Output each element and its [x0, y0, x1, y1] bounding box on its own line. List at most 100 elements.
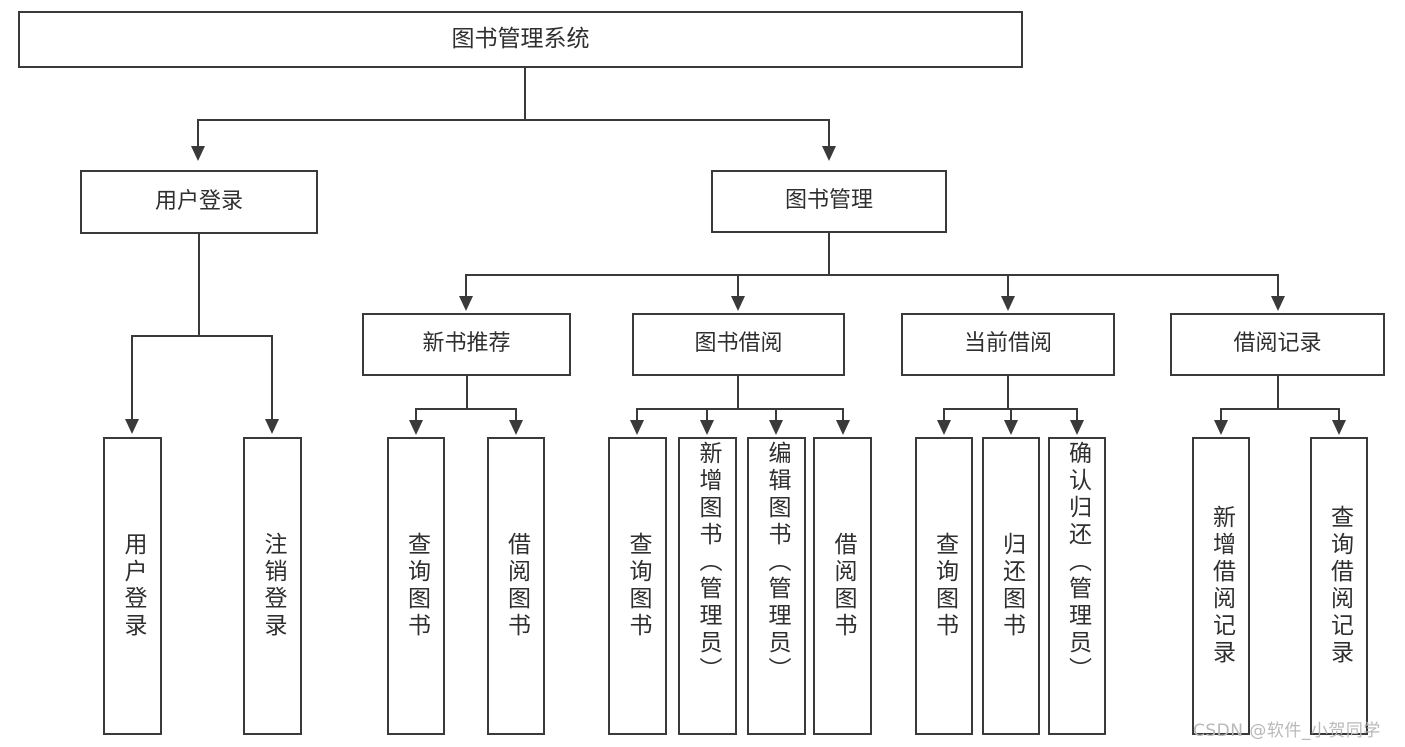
node-root-book-management-system[interactable]: 图书管理系统 [18, 11, 1023, 68]
leaf-text-wrap: 借阅图书 [489, 439, 543, 733]
leaf-text-wrap: 查询图书 [389, 439, 443, 733]
leaf-text-wrap: 确认归还（管理员） [1050, 439, 1104, 733]
node-new-book-recommend[interactable]: 新书推荐 [362, 313, 571, 376]
arrow-to-leaf-br-1 [1214, 420, 1228, 435]
connector-bb-bar [636, 408, 843, 410]
leaf-br-query-record[interactable]: 查询借阅记录 [1310, 437, 1368, 735]
arrow-to-leaf-cb-2 [1004, 420, 1018, 435]
leaf-bb-add-book-admin[interactable]: 新增图书（管理员） [678, 437, 737, 735]
leaf-label: 查询图书 [931, 532, 958, 640]
node-label: 图书管理 [784, 188, 873, 214]
connector-bb-drop-4 [842, 408, 844, 420]
arrow-to-leaf-cb-1 [937, 420, 951, 435]
arrow-to-borrow-record [1271, 296, 1285, 311]
node-borrow-record[interactable]: 借阅记录 [1170, 313, 1385, 376]
leaf-bb-borrow-book[interactable]: 借阅图书 [813, 437, 872, 735]
connector-bb-stem [737, 376, 739, 409]
node-book-management[interactable]: 图书管理 [711, 170, 947, 233]
arrow-to-leaf-nbr-1 [409, 420, 423, 435]
node-label: 用户登录 [154, 188, 243, 214]
leaf-label: 查询图书 [403, 532, 430, 640]
leaf-cb-query-book[interactable]: 查询图书 [915, 437, 973, 735]
connector-user-login-drop-1 [131, 335, 133, 419]
leaf-text-wrap: 编辑图书（管理员） [749, 439, 804, 733]
node-user-login[interactable]: 用户登录 [80, 170, 318, 234]
node-label: 新书推荐 [422, 331, 511, 357]
leaf-nbr-borrow-book[interactable]: 借阅图书 [487, 437, 545, 735]
connector-book-management-bar [465, 274, 1277, 276]
connector-bb-drop-1 [636, 408, 638, 420]
leaf-text-wrap: 新增图书（管理员） [680, 439, 735, 733]
arrow-to-leaf-bb-2 [700, 420, 714, 435]
leaf-label: 编辑图书（管理员） [764, 441, 790, 684]
leaf-label: 查询图书 [625, 532, 651, 640]
leaf-label: 借阅图书 [830, 532, 856, 640]
arrow-to-leaf-cb-3 [1070, 420, 1084, 435]
arrow-to-book-management [822, 146, 836, 161]
leaf-label: 用户登录 [120, 532, 146, 640]
leaf-cb-confirm-return-admin[interactable]: 确认归还（管理员） [1048, 437, 1106, 735]
leaf-bb-query-book[interactable]: 查询图书 [608, 437, 667, 735]
leaf-text-wrap: 查询图书 [610, 439, 665, 733]
arrow-to-leaf-bb-4 [836, 420, 850, 435]
leaf-label: 确认归还（管理员） [1064, 441, 1091, 684]
node-label: 借阅记录 [1233, 331, 1322, 357]
leaf-text-wrap: 借阅图书 [815, 439, 870, 733]
node-label: 当前借阅 [963, 331, 1052, 357]
connector-br-bar [1220, 408, 1338, 410]
arrow-to-leaf-bb-3 [769, 420, 783, 435]
connector-book-management-stem [828, 233, 830, 275]
leaf-label: 注销登录 [260, 532, 286, 640]
arrow-to-new-book-recommend [459, 296, 473, 311]
connector-bb-drop-2 [706, 408, 708, 420]
connector-cb-stem [1007, 376, 1009, 409]
leaf-label: 查询借阅记录 [1326, 505, 1353, 667]
connector-root-left-drop [197, 119, 199, 146]
leaf-user-login[interactable]: 用户登录 [103, 437, 162, 735]
leaf-cb-return-book[interactable]: 归还图书 [982, 437, 1040, 735]
node-current-borrow[interactable]: 当前借阅 [901, 313, 1115, 376]
connector-nbr-drop-1 [415, 408, 417, 420]
arrow-to-leaf-br-2 [1332, 420, 1346, 435]
connector-user-login-bar [131, 335, 273, 337]
connector-bm-drop-1 [465, 274, 467, 296]
leaf-text-wrap: 归还图书 [984, 439, 1038, 733]
arrow-to-leaf-user-login [125, 419, 139, 434]
connector-bm-drop-3 [1007, 274, 1009, 296]
node-book-borrow[interactable]: 图书借阅 [632, 313, 845, 376]
connector-cb-drop-1 [943, 408, 945, 420]
leaf-text-wrap: 注销登录 [245, 439, 300, 733]
leaf-nbr-query-book[interactable]: 查询图书 [387, 437, 445, 735]
leaf-br-add-record[interactable]: 新增借阅记录 [1192, 437, 1250, 735]
connector-br-drop-2 [1338, 408, 1340, 420]
connector-user-login-drop-2 [271, 335, 273, 419]
connector-bb-drop-3 [775, 408, 777, 420]
connector-bm-drop-2 [737, 274, 739, 296]
node-label: 图书借阅 [694, 331, 783, 357]
arrow-to-current-borrow [1001, 296, 1015, 311]
leaf-text-wrap: 新增借阅记录 [1194, 439, 1248, 733]
connector-root-stem [524, 68, 526, 120]
leaf-text-wrap: 查询借阅记录 [1312, 439, 1366, 733]
connector-nbr-stem [466, 376, 468, 409]
connector-bm-drop-4 [1277, 274, 1279, 296]
node-label: 图书管理系统 [451, 25, 590, 52]
leaf-text-wrap: 用户登录 [105, 439, 160, 733]
connector-user-login-stem [198, 234, 200, 336]
leaf-bb-edit-book-admin[interactable]: 编辑图书（管理员） [747, 437, 806, 735]
leaf-logout[interactable]: 注销登录 [243, 437, 302, 735]
connector-root-bar [197, 119, 829, 121]
connector-cb-drop-2 [1010, 408, 1012, 420]
connector-nbr-bar [415, 408, 517, 410]
leaf-label: 新增借阅记录 [1208, 505, 1235, 667]
leaf-label: 新增图书（管理员） [695, 441, 721, 684]
leaf-label: 归还图书 [998, 532, 1025, 640]
arrow-to-leaf-nbr-2 [509, 420, 523, 435]
arrow-to-user-login [191, 146, 205, 161]
connector-br-stem [1277, 376, 1279, 409]
leaf-text-wrap: 查询图书 [917, 439, 971, 733]
connector-cb-drop-3 [1076, 408, 1078, 420]
connector-root-right-drop [828, 119, 830, 146]
connector-br-drop-1 [1220, 408, 1222, 420]
connector-nbr-drop-2 [515, 408, 517, 420]
